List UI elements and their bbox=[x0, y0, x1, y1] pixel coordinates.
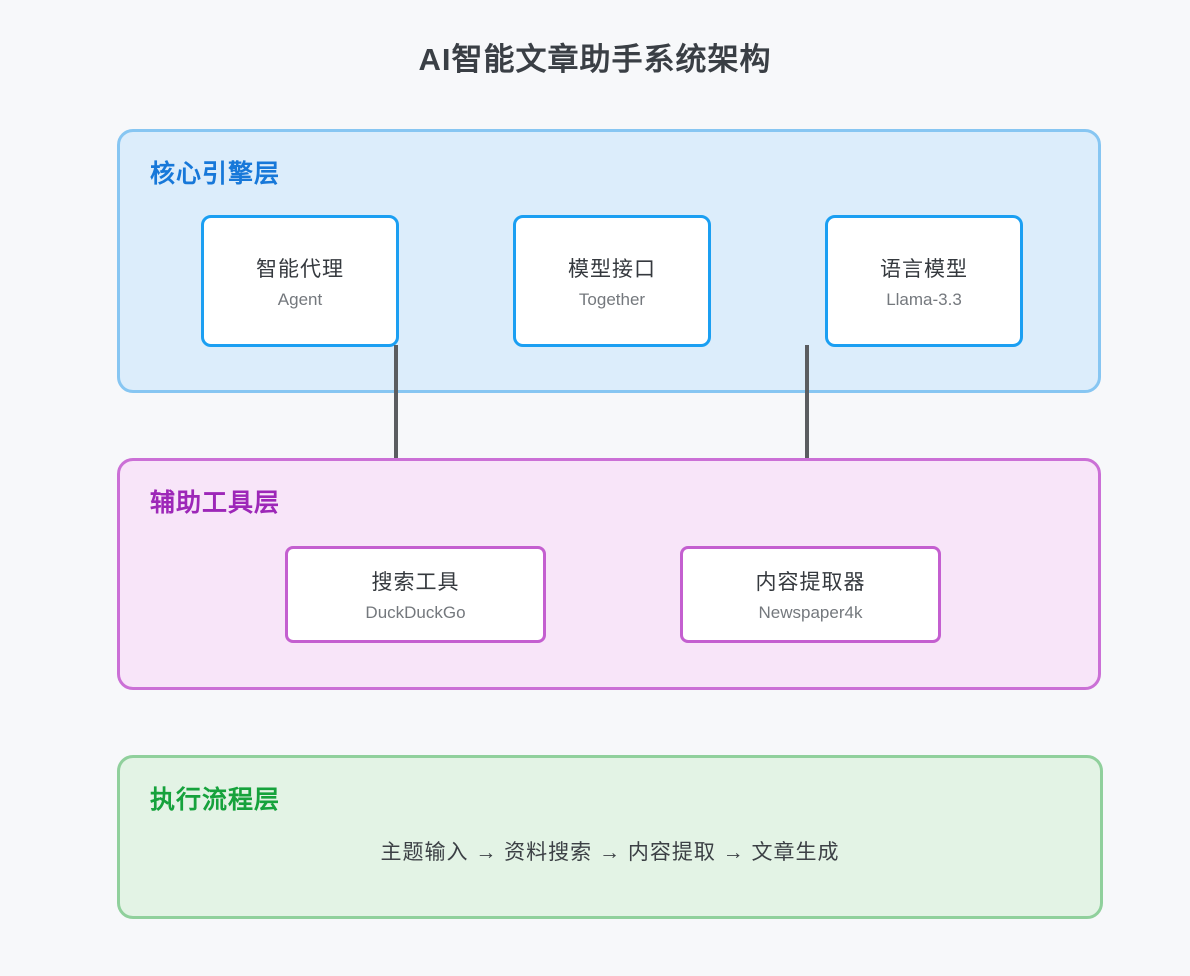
arrow-line bbox=[805, 345, 809, 511]
execution-flow-steps: 主题输入 → 资料搜索 → 内容提取 → 文章生成 bbox=[380, 841, 840, 864]
node-content-extractor: 内容提取器 Newspaper4k bbox=[680, 546, 941, 643]
layer-core-engine: 核心引擎层 智能代理 Agent 模型接口 Together 语言模型 Llam… bbox=[117, 129, 1101, 393]
node-content-extractor-title: 内容提取器 bbox=[755, 571, 866, 594]
node-model-interface: 模型接口 Together bbox=[513, 215, 711, 347]
node-language-model: 语言模型 Llama-3.3 bbox=[825, 215, 1023, 347]
node-search-tool-subtitle: DuckDuckGo bbox=[365, 603, 466, 622]
node-content-extractor-subtitle: Newspaper4k bbox=[758, 603, 863, 622]
layer-auxiliary-tools-label: 辅助工具层 bbox=[150, 489, 281, 517]
node-agent: 智能代理 Agent bbox=[201, 215, 399, 347]
node-agent-subtitle: Agent bbox=[277, 289, 323, 309]
node-search-tool: 搜索工具 DuckDuckGo bbox=[285, 546, 546, 643]
node-model-interface-title: 模型接口 bbox=[568, 257, 656, 281]
node-model-interface-subtitle: Together bbox=[578, 289, 646, 309]
layer-core-engine-label: 核心引擎层 bbox=[150, 160, 281, 188]
node-language-model-title: 语言模型 bbox=[880, 257, 968, 281]
layer-execution-flow: 执行流程层 主题输入 → 资料搜索 → 内容提取 → 文章生成 bbox=[117, 755, 1103, 919]
node-agent-title: 智能代理 bbox=[256, 257, 344, 281]
page-title: AI智能文章助手系统架构 bbox=[418, 42, 772, 77]
layer-auxiliary-tools: 辅助工具层 搜索工具 DuckDuckGo 内容提取器 Newspaper4k bbox=[117, 458, 1101, 690]
arrow-line bbox=[394, 345, 398, 511]
node-search-tool-title: 搜索工具 bbox=[371, 571, 460, 594]
layer-execution-flow-label: 执行流程层 bbox=[150, 786, 281, 814]
node-language-model-subtitle: Llama-3.3 bbox=[886, 289, 962, 309]
